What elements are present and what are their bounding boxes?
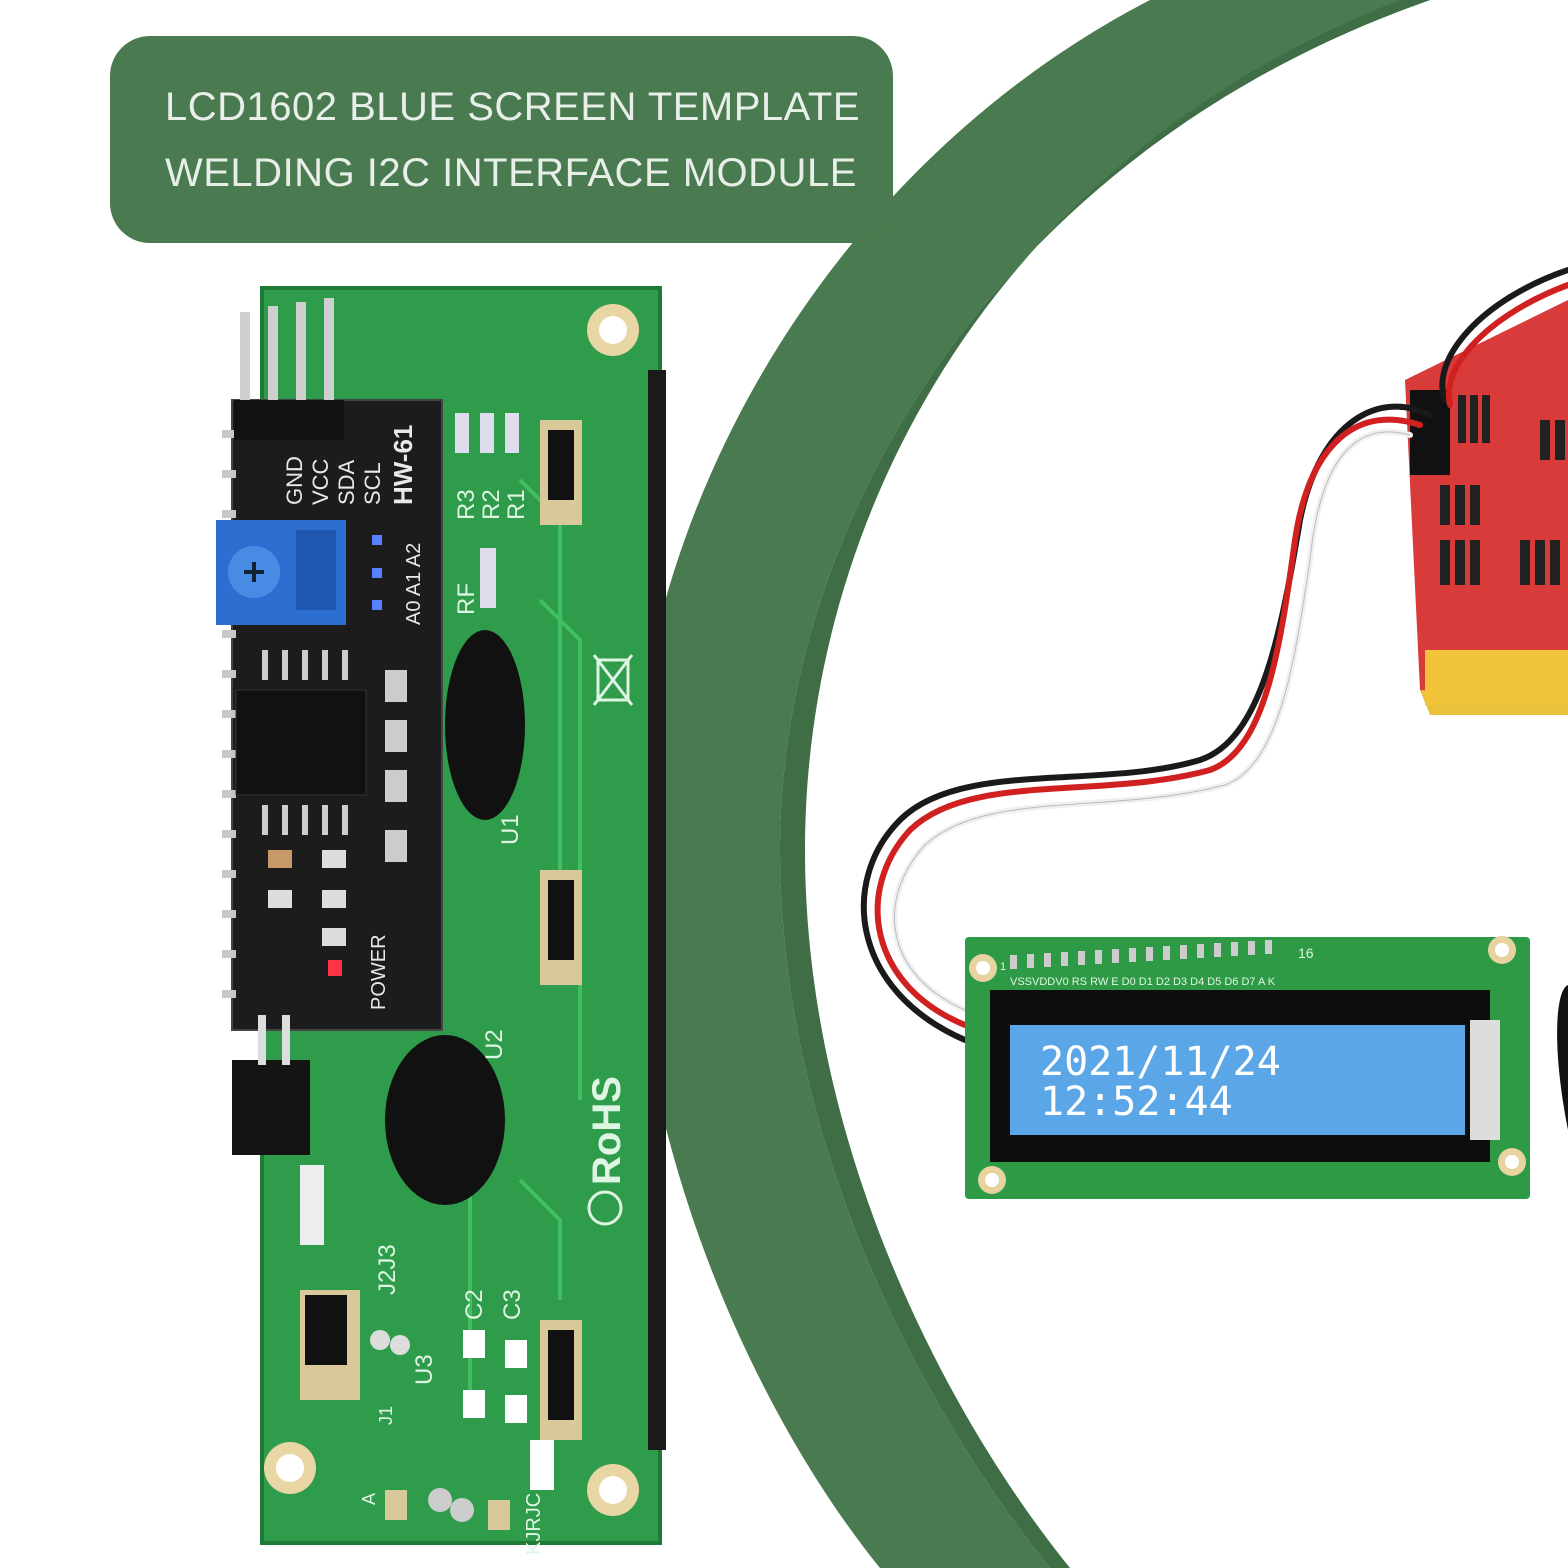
rf-label: RF <box>453 583 480 615</box>
board-id-label: HW-61 <box>388 425 418 505</box>
chip-label-u2: U2 <box>481 1029 508 1060</box>
lcd-line-1: 2021/11/24 <box>1040 1039 1281 1085</box>
power-label: POWER <box>368 934 390 1010</box>
k-labels: KJRJC <box>523 1493 545 1555</box>
jumper-label-j1: J1 <box>376 1406 396 1425</box>
lcd-1602-module <box>965 936 1530 1199</box>
chip-label-u3: U3 <box>411 1354 438 1385</box>
title-line-1: LCD1602 BLUE SCREEN TEMPLATE <box>165 84 860 129</box>
lcd-pin-last: 16 <box>1298 945 1314 961</box>
pin-label-vcc: VCC <box>308 458 333 505</box>
cap-label-c3: C3 <box>499 1289 526 1320</box>
resistor-label-r3: R3 <box>453 489 480 520</box>
pin-label-sda: SDA <box>334 459 359 505</box>
jumper-label-j2j3: J2J3 <box>374 1244 401 1295</box>
red-shield-board <box>1405 300 1568 715</box>
title-line-2: WELDING I2C INTERFACE MODULE <box>165 150 857 195</box>
cap-label-c2: C2 <box>461 1289 488 1320</box>
lcd-pin-header-labels: VSSVDDV0 RS RW E D0 D1 D2 D3 D4 D5 D6 D7… <box>1010 976 1276 988</box>
title-banner: LCD1602 BLUE SCREEN TEMPLATE WELDING I2C… <box>110 36 893 243</box>
lcd-line-2: 12:52:44 <box>1040 1079 1233 1125</box>
chip-label-u1: U1 <box>497 814 524 845</box>
pin-label-scl: SCL <box>360 462 385 505</box>
green-arc-frame <box>630 0 1430 1568</box>
bottom-pad-label: A <box>359 1493 379 1505</box>
i2c-backpack <box>216 298 443 1155</box>
resistor-label-r1: R1 <box>503 489 530 520</box>
jumper-cables <box>860 267 1568 1043</box>
rohs-label: RoHS <box>585 1076 629 1185</box>
weee-bin-icon <box>592 654 634 706</box>
resistor-label-r2: R2 <box>478 489 505 520</box>
address-pads-label: A0 A1 A2 <box>403 543 425 625</box>
pin-label-gnd: GND <box>282 456 307 505</box>
lcd-pin-first: 1 <box>1000 961 1006 973</box>
